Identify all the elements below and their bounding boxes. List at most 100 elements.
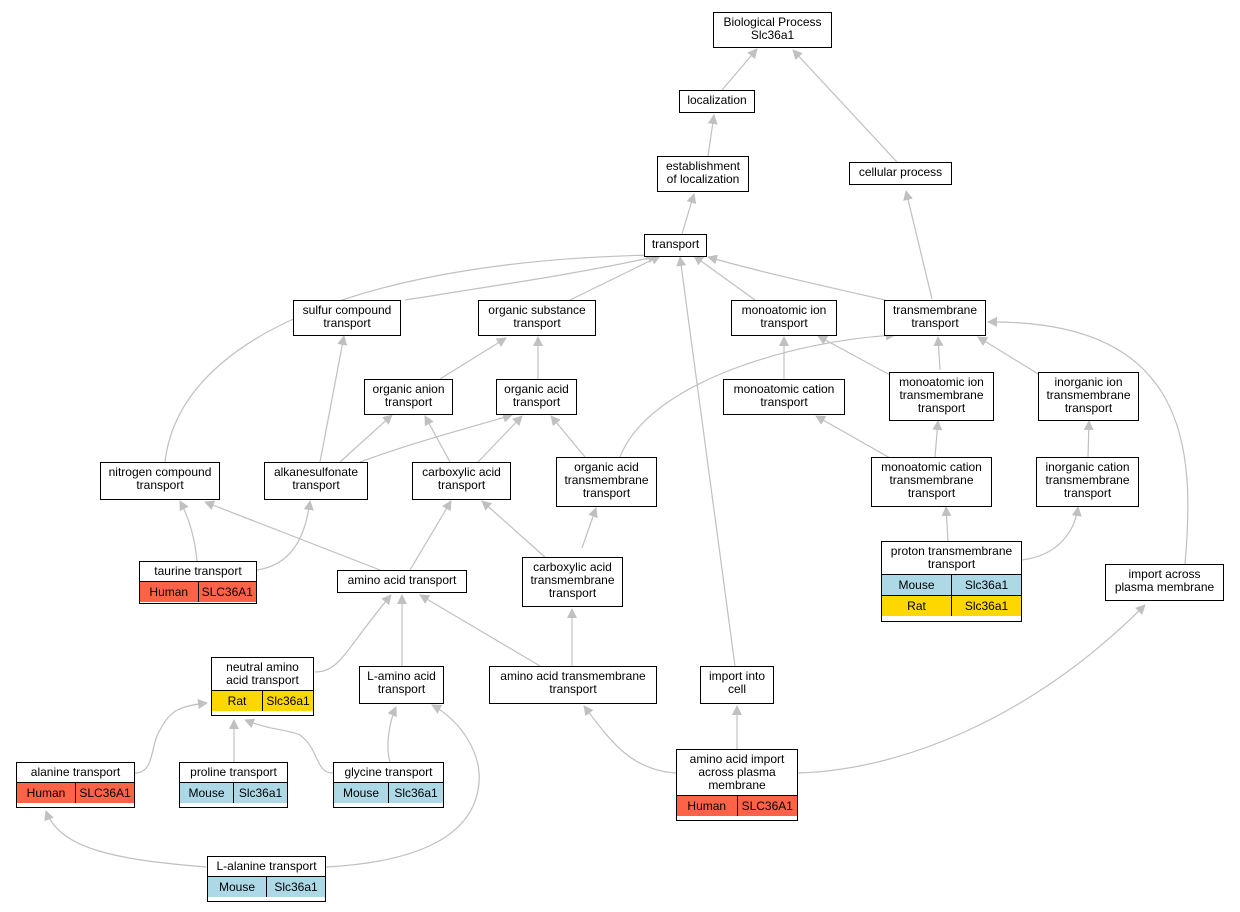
node-label: Slc36a1 xyxy=(750,28,795,42)
organism-cell: Rat xyxy=(882,596,951,616)
gene-row: Rat Slc36a1 xyxy=(212,690,313,711)
edge-sulfur-transport xyxy=(404,253,658,301)
node-amino-acid-transport[interactable]: amino acid transport xyxy=(337,570,467,593)
node-label: proline transport xyxy=(190,765,277,779)
edge-localization-root xyxy=(721,48,758,91)
node-label: alanine transport xyxy=(30,765,121,779)
node-label: of localization xyxy=(666,172,740,186)
node-label: transport xyxy=(927,557,976,571)
edge-taurine-alkane xyxy=(256,500,314,571)
node-label: transmembrane xyxy=(892,303,978,317)
edge-lalanine-lamino xyxy=(325,704,480,868)
node-label: taurine transport xyxy=(154,564,242,578)
gene-row: Mouse Slc36a1 xyxy=(334,782,443,803)
node-label: transmembrane xyxy=(564,473,649,487)
node-label: transport xyxy=(136,478,184,492)
node-label: transport xyxy=(548,586,597,600)
node-glycine-transport[interactable]: glycine transport Mouse Slc36a1 xyxy=(333,762,444,808)
edge-monoion-transport xyxy=(693,255,756,301)
node-label: alkanesulfonate xyxy=(273,465,359,479)
node-label: transport xyxy=(292,478,340,492)
organism-cell: Mouse xyxy=(334,783,388,803)
node-label: carboxylic acid xyxy=(422,465,501,479)
node-label: transport xyxy=(651,237,700,251)
edge-alanine-neutral xyxy=(134,699,208,774)
node-label: L-alanine transport xyxy=(216,859,317,873)
node-label: amino acid import xyxy=(689,752,785,766)
gene-row: Mouse Slc36a1 xyxy=(180,782,287,803)
edge-carboxylictm-organicacidtm xyxy=(581,507,598,549)
node-label: L-amino acid xyxy=(367,669,436,683)
organism-cell: Mouse xyxy=(208,877,266,897)
edge-aminoacid-nitrogen xyxy=(204,500,381,571)
node-proline-transport[interactable]: proline transport Mouse Slc36a1 xyxy=(179,762,288,808)
node-label: transport xyxy=(513,316,561,330)
node-label: transport xyxy=(377,682,426,696)
gene-row: Human SLC36A1 xyxy=(677,795,797,816)
node-taurine-transport[interactable]: taurine transport Human SLC36A1 xyxy=(139,561,257,604)
edge-organicsub-transport xyxy=(569,255,661,301)
node-label: plasma membrane xyxy=(1114,580,1215,594)
node-label: acid transport xyxy=(226,673,299,687)
organism-cell: Rat xyxy=(212,691,262,711)
node-label: import across xyxy=(1128,567,1201,581)
node-transport[interactable]: transport xyxy=(644,234,707,257)
organism-cell: Human xyxy=(17,783,75,803)
node-label: cell xyxy=(727,682,746,696)
edge-inorganiccationtm-inorganicion xyxy=(1083,420,1094,458)
gene-cell: Slc36a1 xyxy=(266,877,325,897)
node-label: amino acid transport xyxy=(347,573,457,587)
gene-row: Mouse Slc36a1 xyxy=(882,574,1021,595)
node-label: transport xyxy=(760,395,808,409)
edge-cellular-root xyxy=(792,49,898,163)
node-label: monoatomic cation xyxy=(733,382,835,396)
organism-cell: Human xyxy=(677,796,737,816)
node-label: glycine transport xyxy=(344,765,433,779)
node-label: inorganic ion xyxy=(1054,375,1123,389)
node-label: transport xyxy=(437,478,486,492)
node-localization[interactable]: localization xyxy=(679,90,755,113)
edge-aminoimport-import xyxy=(797,604,1146,774)
gene-cell: SLC36A1 xyxy=(75,783,134,803)
node-l-alanine-transport[interactable]: L-alanine transport Mouse Slc36a1 xyxy=(207,856,326,902)
node-alanine-transport[interactable]: alanine transport Human SLC36A1 xyxy=(16,762,135,808)
node-label: import into xyxy=(708,669,766,683)
edge-import-transmembrane xyxy=(987,316,1189,565)
edge-lalanine-alanine xyxy=(44,810,207,868)
node-label: establishment xyxy=(665,159,741,173)
edge-glycine-neutral xyxy=(244,718,334,774)
node-label: carboxylic acid xyxy=(533,560,612,574)
edge-transmembrane-cellular xyxy=(903,190,933,300)
node-label: monoatomic cation xyxy=(881,460,982,474)
node-cellular-process[interactable]: cellular process xyxy=(849,162,952,185)
organism-cell: Mouse xyxy=(180,783,233,803)
node-label: transmembrane xyxy=(1045,473,1130,487)
gene-row: Human SLC36A1 xyxy=(17,782,134,803)
gene-cell: Slc36a1 xyxy=(233,783,287,803)
